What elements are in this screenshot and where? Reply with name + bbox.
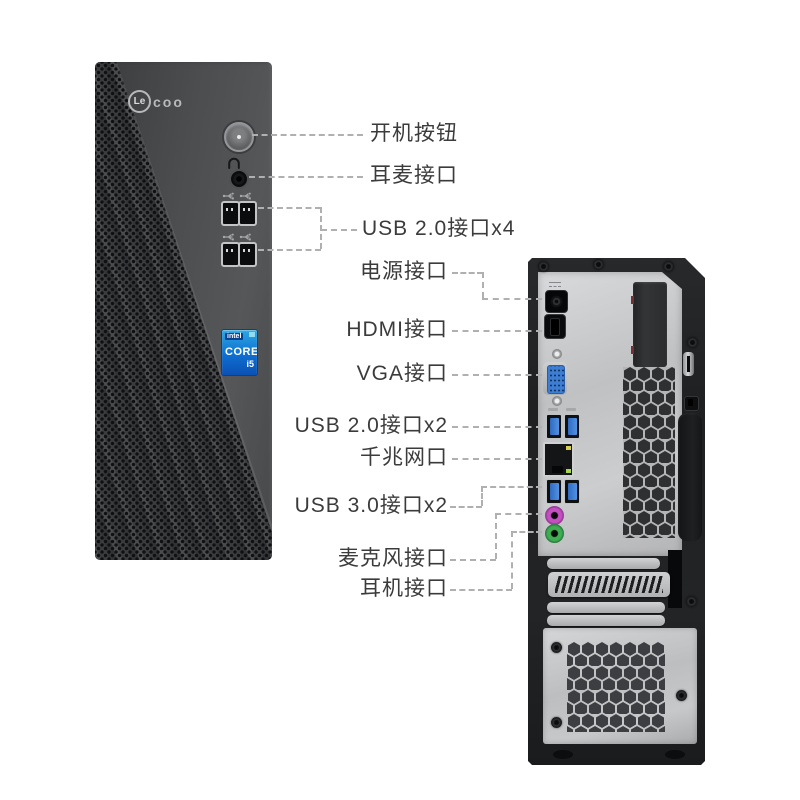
callout-line-mic bbox=[450, 559, 496, 561]
label-headset-jack: 耳麦接口 bbox=[370, 164, 458, 187]
callout-line-hdmi bbox=[452, 330, 542, 332]
expansion-bay-cover bbox=[633, 282, 667, 367]
ethernet-led-green bbox=[566, 469, 571, 473]
usb-trident-icon bbox=[239, 192, 251, 200]
hdmi-port bbox=[544, 314, 566, 339]
callout-line-usb3x2 bbox=[481, 486, 483, 506]
callout-line-mic bbox=[495, 513, 497, 559]
callout-line-headphone bbox=[511, 531, 513, 589]
power-button bbox=[224, 122, 254, 152]
label-power-port: 电源接口 bbox=[360, 260, 448, 283]
label-usb2-x4: USB 2.0接口x4 bbox=[362, 217, 516, 240]
dc-power-port bbox=[545, 290, 568, 313]
callout-line-usb4-top bbox=[258, 207, 321, 209]
cover-clip bbox=[631, 296, 634, 304]
rear-usb-port-3 bbox=[546, 479, 562, 504]
handle-recess bbox=[678, 413, 702, 541]
intel-logo: intel bbox=[225, 333, 244, 340]
headphone-jack bbox=[545, 524, 564, 543]
mic-jack bbox=[545, 506, 564, 525]
label-headphone-jack: 耳机接口 bbox=[360, 577, 448, 600]
slot-cover bbox=[547, 615, 665, 626]
kensington-lock-slot bbox=[684, 396, 699, 411]
psu-vent bbox=[567, 642, 665, 732]
badge-corner-mark bbox=[249, 332, 255, 337]
label-ethernet-port: 千兆网口 bbox=[360, 446, 448, 469]
ethernet-port bbox=[543, 442, 574, 477]
thumbscrew bbox=[687, 337, 698, 348]
callout-line-ethernet bbox=[452, 458, 542, 460]
callout-line-powerport bbox=[452, 272, 483, 274]
rear-usb-port-4 bbox=[564, 479, 580, 504]
slot-cover bbox=[547, 602, 665, 613]
slot-cover bbox=[547, 558, 660, 569]
screw bbox=[686, 596, 697, 607]
side-latch-slot bbox=[683, 352, 694, 376]
vga-screw bbox=[552, 396, 562, 406]
screw bbox=[551, 642, 562, 653]
rear-tower bbox=[528, 258, 705, 765]
dc-voltage-mark bbox=[549, 282, 561, 287]
callout-line-headphone bbox=[511, 531, 542, 533]
usb-trident-icon bbox=[239, 233, 251, 241]
screw bbox=[551, 717, 562, 728]
callout-line-power bbox=[252, 134, 363, 136]
rear-usb-port-2 bbox=[564, 414, 580, 439]
callout-line-usb4-bottom bbox=[258, 249, 321, 251]
screw bbox=[593, 259, 604, 270]
lecoo-logo-circle: Le bbox=[128, 90, 151, 113]
case-foot bbox=[665, 750, 685, 759]
label-usb3-x2: USB 3.0接口x2 bbox=[294, 494, 448, 517]
callout-line-mic bbox=[495, 513, 542, 515]
front-usb-port-2 bbox=[238, 201, 257, 226]
callout-line-powerport bbox=[482, 298, 542, 300]
screw bbox=[676, 690, 687, 701]
callout-line-powerport bbox=[482, 272, 484, 298]
vga-screw bbox=[552, 349, 562, 359]
callout-line-usb4-mid bbox=[321, 229, 357, 231]
ethernet-led-yellow bbox=[566, 446, 571, 450]
label-usb2-x2: USB 2.0接口x2 bbox=[294, 414, 448, 437]
label-vga-port: VGA接口 bbox=[356, 362, 448, 385]
cover-clip bbox=[631, 346, 634, 354]
usb-trident-icon bbox=[222, 192, 234, 200]
hex-vent bbox=[623, 367, 675, 538]
front-usb-port-4 bbox=[238, 242, 257, 267]
callout-line-usb2x2 bbox=[452, 426, 542, 428]
slot-retention-bar bbox=[668, 550, 682, 608]
usb-trident-icon bbox=[222, 233, 234, 241]
cpu-tier-text: i5 bbox=[246, 359, 254, 369]
callout-line-usb3x2 bbox=[450, 506, 482, 508]
psu-plate bbox=[543, 628, 697, 744]
vga-port bbox=[543, 362, 567, 395]
headset-icon bbox=[228, 157, 240, 169]
core-text: CORE bbox=[225, 346, 258, 358]
case-foot bbox=[553, 750, 573, 759]
rear-usb-port-1 bbox=[546, 414, 562, 439]
callout-line-vga bbox=[452, 374, 542, 376]
callout-line-headset bbox=[249, 176, 363, 178]
label-hdmi-port: HDMI接口 bbox=[346, 318, 448, 341]
usb-speed-mark bbox=[548, 408, 558, 411]
lecoo-logo-text: coo bbox=[153, 93, 184, 110]
rj45-opening bbox=[552, 466, 563, 473]
usb-speed-mark bbox=[566, 408, 576, 411]
callout-line-headphone bbox=[450, 589, 512, 591]
headset-jack bbox=[229, 169, 249, 189]
intel-core-badge: intel CORE i5 bbox=[221, 329, 258, 376]
label-mic-jack: 麦克风接口 bbox=[338, 547, 448, 570]
screw bbox=[538, 261, 549, 272]
label-power-button: 开机按钮 bbox=[370, 122, 458, 145]
screw bbox=[663, 261, 674, 272]
slot-cover-vent bbox=[548, 572, 670, 597]
callout-line-usb3x2 bbox=[481, 486, 542, 488]
callout-line-usb4-bracket bbox=[320, 207, 322, 249]
